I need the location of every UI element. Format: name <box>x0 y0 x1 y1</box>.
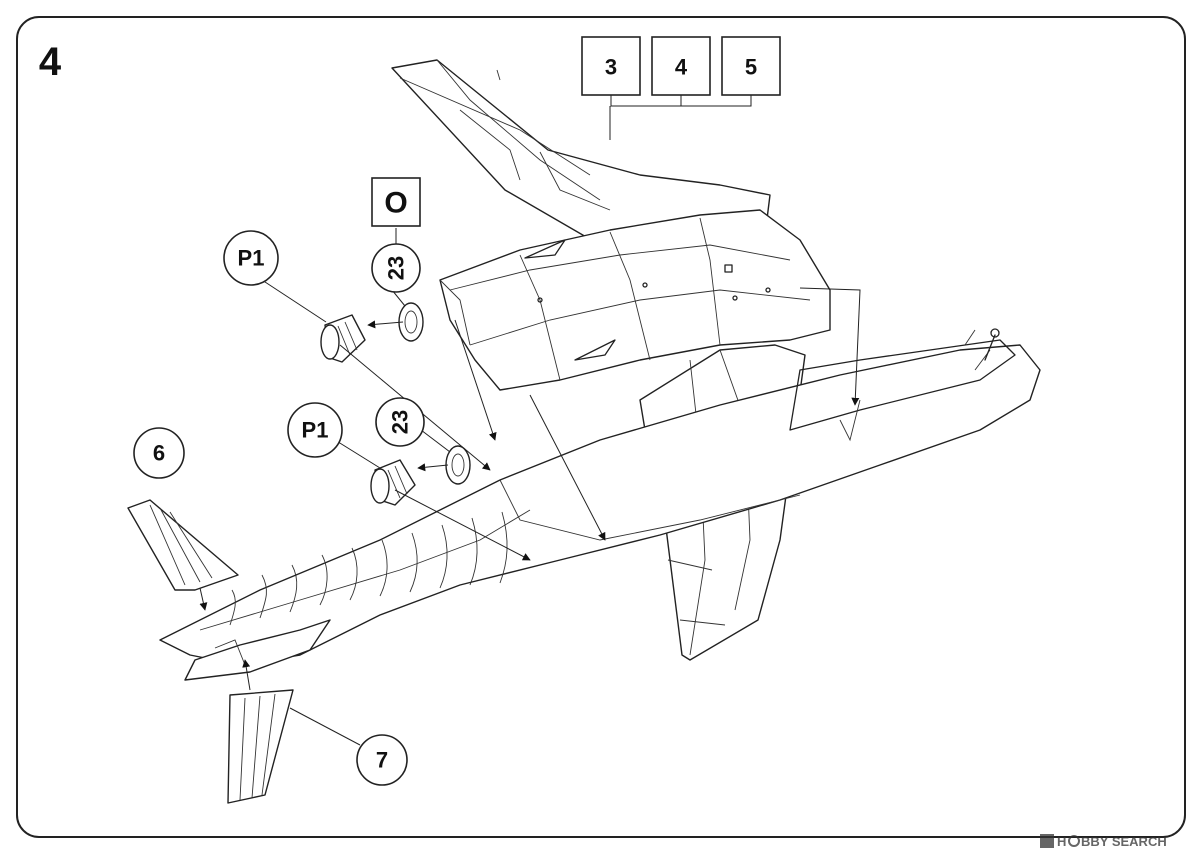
callout-7-label: 7 <box>376 748 388 773</box>
callout-part6: 6 <box>133 427 185 479</box>
option-box <box>371 177 421 227</box>
callout-p1-lower: P1 <box>287 402 343 458</box>
callout-part23-lower: 23 <box>375 397 425 447</box>
option-label: O <box>384 187 407 220</box>
ref-step-4: 4 <box>675 55 688 80</box>
callout-p1-upper-label: P1 <box>238 246 265 271</box>
watermark: H BBY SEARCH <box>1040 834 1167 849</box>
leader-lines <box>199 228 861 746</box>
tail-fin-part7 <box>227 689 294 804</box>
ref-step-5: 5 <box>745 55 757 80</box>
watermark-o-glyph <box>1068 835 1080 847</box>
engine-face-upper <box>398 302 424 342</box>
engine-face-lower <box>445 445 471 485</box>
callout-p1-lower-label: P1 <box>302 418 329 443</box>
ref-box-2 <box>651 36 711 96</box>
callout-23-lower-label: 23 <box>388 410 413 434</box>
callout-23-upper-label: 23 <box>384 256 409 280</box>
tail-stub <box>184 619 331 681</box>
hobby-search-logo-icon <box>1040 834 1054 848</box>
fuselage <box>159 328 1041 666</box>
callout-6-label: 6 <box>153 441 165 466</box>
ref-box-1 <box>581 36 641 96</box>
callout-p1-upper: P1 <box>223 230 279 286</box>
engine-nacelles <box>439 209 831 391</box>
watermark-brand-right: BBY SEARCH <box>1081 834 1167 849</box>
callout-part23-upper: 23 <box>371 243 421 293</box>
ref-bracket <box>609 95 752 140</box>
ref-step-3: 3 <box>605 55 617 80</box>
callout-part7: 7 <box>356 734 408 786</box>
tail-fin-part6 <box>127 499 239 591</box>
step-number: 4 <box>39 40 62 84</box>
upper-wing <box>391 59 771 271</box>
intake-lower <box>370 459 416 506</box>
watermark-brand-left: H <box>1057 834 1066 849</box>
intake-upper <box>320 314 366 363</box>
reference-step-boxes: 3 4 5 <box>581 36 781 140</box>
step-frame <box>16 16 1186 838</box>
